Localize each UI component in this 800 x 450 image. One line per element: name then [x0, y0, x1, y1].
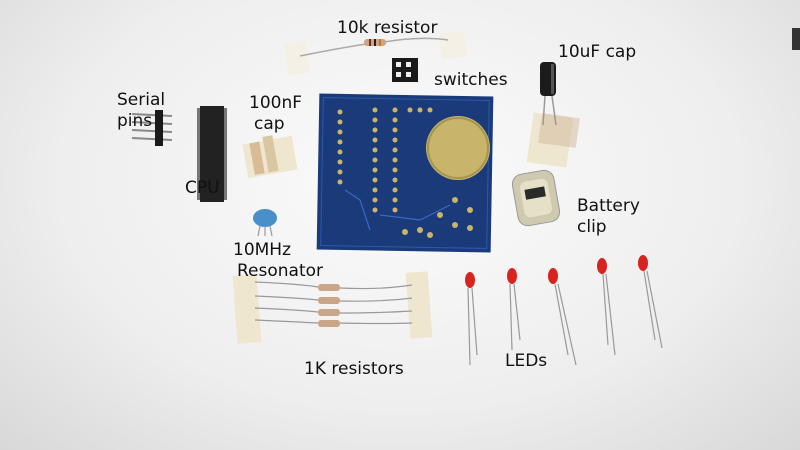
- label-1k-resistors: 1K resistors: [304, 359, 404, 379]
- pcb-board: [316, 93, 494, 253]
- edge-shadow: [792, 28, 800, 50]
- resistors-1k: [232, 271, 433, 344]
- label-resonator-2: Resonator: [237, 261, 324, 281]
- label-switches: switches: [434, 70, 508, 90]
- label-100nf-cap-2: cap: [254, 114, 285, 134]
- label-10k-resistor: 10k resistor: [337, 18, 438, 38]
- leds: [465, 255, 663, 366]
- battery-clip: [511, 169, 561, 227]
- label-serial-pins-2: pins: [117, 111, 153, 131]
- label-cpu: CPU: [185, 178, 220, 198]
- capacitor-100nf: [242, 135, 298, 179]
- label-resonator-1: 10MHz: [233, 240, 292, 260]
- resistor-10k: [283, 30, 468, 76]
- dip-switches: [392, 58, 418, 82]
- resonator-10mhz: [253, 209, 277, 237]
- serial-header-pins: [131, 110, 173, 146]
- label-battery-clip-2: clip: [577, 217, 607, 237]
- label-leds: LEDs: [505, 351, 548, 371]
- capacitor-10uf: [526, 62, 580, 168]
- label-100nf-cap-1: 100nF: [249, 93, 303, 113]
- label-serial-pins-1: Serial: [117, 90, 166, 110]
- cpu-chip: [197, 106, 227, 202]
- label-10uf-cap: 10uF cap: [558, 42, 637, 62]
- label-battery-clip-1: Battery: [577, 196, 640, 216]
